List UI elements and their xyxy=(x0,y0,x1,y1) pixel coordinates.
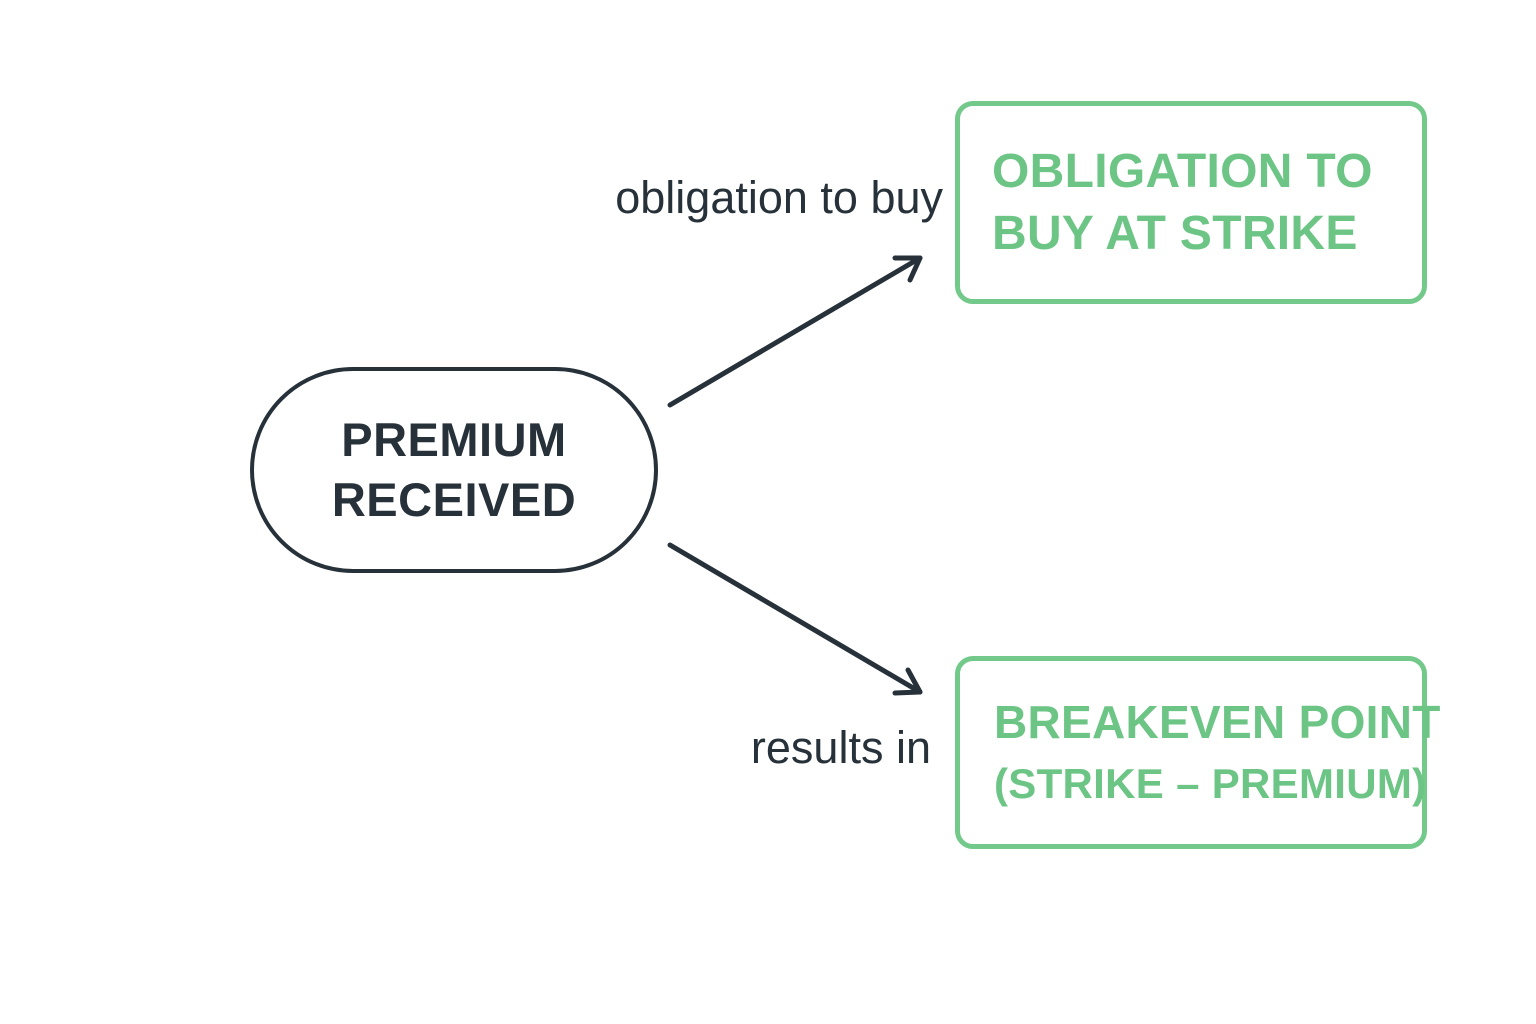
breakeven-line1: BREAKEVEN POINT xyxy=(994,695,1441,748)
edge-label-obligation-to-buy: obligation to buy xyxy=(615,172,943,223)
breakeven-node: BREAKEVEN POINT (STRIKE – PREMIUM) xyxy=(955,656,1440,849)
premium-received-line2: RECEIVED xyxy=(331,473,577,526)
obligation-node: OBLIGATION TO BUY AT STRIKE xyxy=(955,101,1427,304)
premium-received-line1: PREMIUM xyxy=(341,413,567,466)
arrow-to-breakeven xyxy=(667,542,923,696)
arrow-to-obligation xyxy=(667,255,923,408)
premium-received-node: PREMIUM RECEIVED xyxy=(250,367,658,573)
obligation-line1: OBLIGATION TO xyxy=(992,144,1373,198)
breakeven-line2: (STRIKE – PREMIUM) xyxy=(994,759,1427,807)
edge-label-results-in: results in xyxy=(750,722,931,773)
obligation-line2: BUY AT STRIKE xyxy=(992,206,1358,260)
